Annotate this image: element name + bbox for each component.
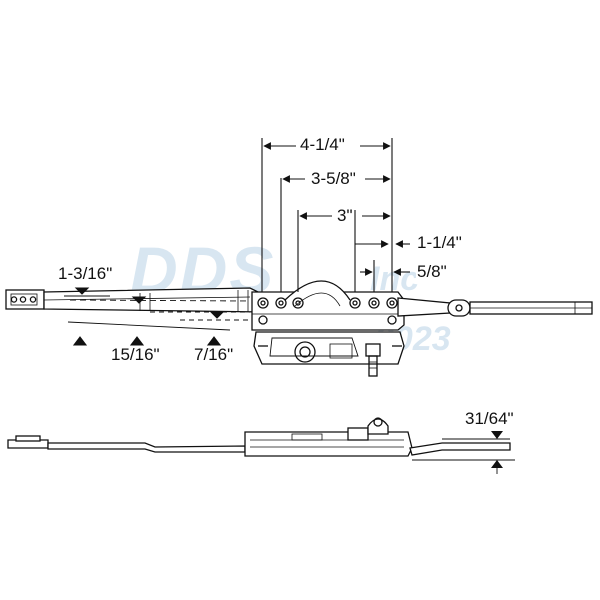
side-view (7, 417, 515, 474)
dim-15-16-label: 15/16" (110, 345, 161, 364)
dim-3-label: 3" (336, 206, 354, 225)
dim-4-1-4-label: 4-1/4" (299, 135, 346, 154)
dimension-lines (64, 138, 410, 346)
side-right-arm (409, 442, 511, 456)
dim-31-64-label: 31/64" (464, 409, 515, 428)
dim-1-1-4-label: 1-1/4" (416, 233, 463, 252)
dim-3-5-8-label: 3-5/8" (310, 169, 357, 188)
operator-body (251, 280, 405, 331)
right-arm (397, 297, 593, 317)
long-arm (43, 287, 263, 331)
side-operator (244, 417, 413, 457)
left-end-tab (5, 289, 45, 310)
side-arm (47, 442, 246, 453)
dim-5-8-label: 5/8" (416, 262, 448, 281)
gear-housing (253, 331, 405, 377)
side-left-tab (7, 435, 49, 449)
dim-7-16-label: 7/16" (193, 345, 235, 364)
top-view (5, 280, 593, 377)
dim-1-3-16-label: 1-3/16" (57, 264, 114, 283)
